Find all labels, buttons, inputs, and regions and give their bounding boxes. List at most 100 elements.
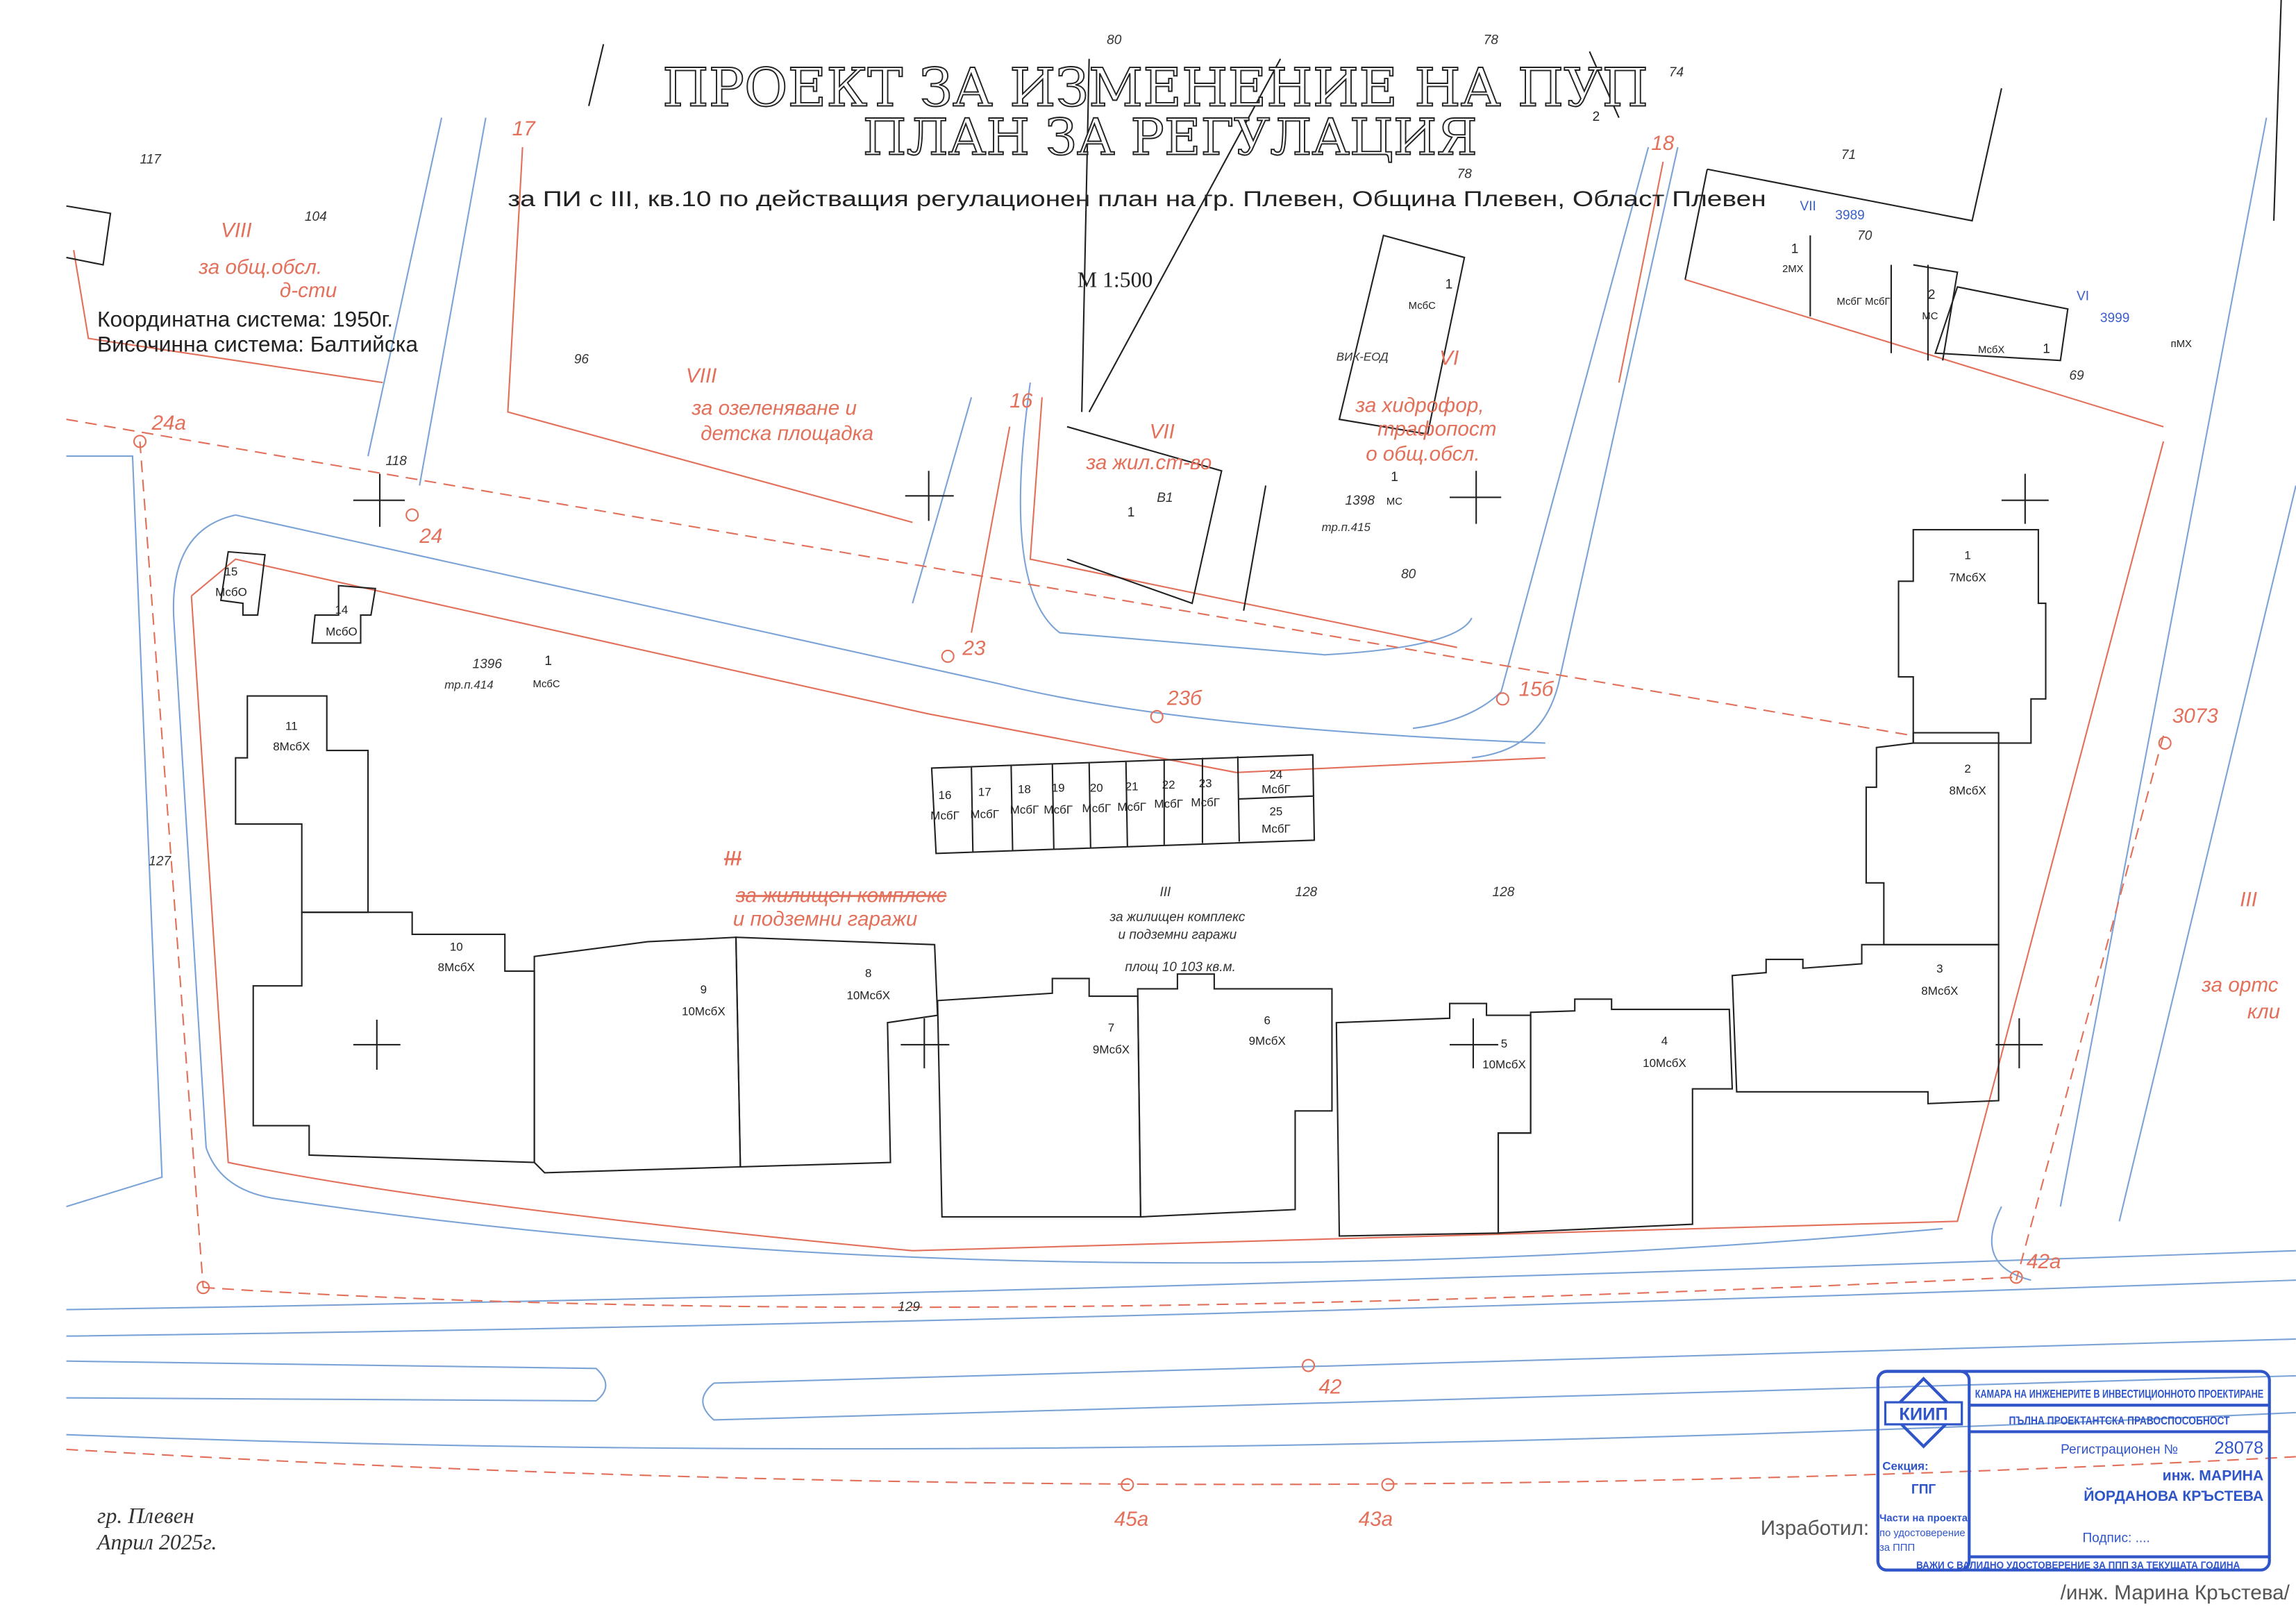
stamp-parts-label: Части на проекта: bbox=[1879, 1513, 1971, 1524]
building-type: 8МсбХ bbox=[438, 961, 475, 974]
garage-no: 16 bbox=[939, 789, 952, 802]
building-type: 10МсбХ bbox=[1482, 1058, 1526, 1071]
building-no: 14 bbox=[335, 603, 348, 616]
building-type: 9МсбХ bbox=[1093, 1043, 1130, 1057]
label: 42а bbox=[2027, 1250, 2061, 1273]
garage-no: 21 bbox=[1125, 780, 1139, 793]
label: III bbox=[1159, 885, 1171, 900]
building-labels: 11 8МсбХ 10 8МсбХ 9 10МсбХ 8 10МсбХ 7 9М… bbox=[215, 548, 1986, 1070]
building-no: 3 bbox=[1936, 962, 1943, 975]
label: 1 bbox=[1446, 277, 1453, 292]
regulation-labels: 17 18 16 24а 24 23 23б 15б 3073 42а 42 4… bbox=[151, 117, 2280, 1531]
title-line-2: ПЛАН ЗА РЕГУЛАЦИЯ bbox=[863, 108, 1477, 167]
building-no: 5 bbox=[1501, 1037, 1507, 1050]
label: за озеленяване и bbox=[691, 397, 857, 420]
label: за жил.ст-во bbox=[1085, 451, 1212, 474]
garage-type: МсбГ bbox=[1262, 783, 1291, 796]
stamp-section-label: Секция: bbox=[1882, 1460, 1928, 1473]
regulation-points bbox=[133, 435, 2172, 1492]
garage-no: 19 bbox=[1052, 781, 1065, 794]
building-type: 10МсбХ bbox=[1643, 1057, 1686, 1070]
garage-no: 17 bbox=[978, 786, 991, 799]
stamp-name-1: инж. МАРИНА bbox=[2163, 1468, 2264, 1483]
building-no: 11 bbox=[285, 719, 298, 732]
label: 45а bbox=[1114, 1508, 1148, 1531]
stamp-parts-1: по удостоверение bbox=[1879, 1528, 1966, 1539]
label: пМХ bbox=[2171, 339, 2192, 350]
label: 24 bbox=[419, 525, 442, 548]
height-system: Височинна система: Балтийска bbox=[97, 332, 418, 357]
garage-type: МсбГ bbox=[1262, 823, 1291, 836]
garage-block bbox=[930, 754, 1316, 855]
stamp-section: ГПГ bbox=[1911, 1482, 1936, 1497]
label: 15б bbox=[1519, 678, 1555, 701]
building-no: 2 bbox=[1964, 762, 1970, 775]
title-line-1: ПРОЕКТ ЗА ИЗМЕНЕНИЕ НА ПУП bbox=[662, 57, 1648, 119]
label: 2 bbox=[1593, 110, 1600, 124]
label: В1 bbox=[1157, 491, 1173, 505]
cadastre-labels: 117 104 96 118 127 129 80 78 74 71 70 69… bbox=[140, 33, 2193, 1315]
label: VII bbox=[1150, 421, 1175, 444]
label: III bbox=[2240, 889, 2257, 911]
label: детска площадка bbox=[701, 422, 873, 445]
label: 1 bbox=[2043, 342, 2050, 357]
label: VII bbox=[1800, 199, 1816, 214]
garage-type: МсбГ bbox=[1154, 798, 1183, 811]
label: 69 bbox=[2069, 369, 2084, 383]
label: д-сти bbox=[280, 279, 337, 302]
building-type: 10МсбХ bbox=[682, 1005, 726, 1018]
stamp-signature: Подпис: .... bbox=[2082, 1531, 2150, 1545]
label: 78 bbox=[1457, 167, 1473, 181]
label: 104 bbox=[305, 210, 327, 224]
label: 3073 bbox=[2172, 705, 2218, 728]
label: МсбХ bbox=[1978, 345, 2004, 356]
label: ВИК-ЕОД bbox=[1336, 350, 1389, 363]
label: 117 bbox=[140, 152, 162, 167]
building-type: МсбО bbox=[215, 585, 247, 598]
label: и подземни гаражи bbox=[1118, 927, 1237, 942]
building-9 bbox=[533, 936, 741, 1174]
buildings bbox=[219, 529, 2047, 1237]
building-no: 6 bbox=[1264, 1014, 1270, 1027]
label: VIII bbox=[221, 219, 252, 242]
label: 18 bbox=[1651, 132, 1674, 155]
label: 80 bbox=[1107, 33, 1122, 48]
building-no: 9 bbox=[701, 983, 707, 996]
building-14 bbox=[311, 585, 376, 644]
stamp-parts-2: за ППП bbox=[1879, 1542, 1915, 1554]
building-15 bbox=[219, 550, 266, 616]
garage-type: МсбГ bbox=[1044, 803, 1073, 816]
label: 1 bbox=[544, 654, 552, 668]
label: 80 bbox=[1401, 567, 1416, 582]
garage-type: МсбГ bbox=[1010, 803, 1039, 816]
label: 1 bbox=[1391, 470, 1398, 485]
garage-no: 24 bbox=[1269, 768, 1282, 781]
regulation-lines bbox=[66, 146, 2296, 1486]
label: 16 bbox=[1009, 389, 1032, 412]
label: 43а bbox=[1359, 1508, 1393, 1531]
label: МС bbox=[1922, 311, 1938, 322]
garage-type: МсбГ bbox=[1117, 800, 1146, 814]
stamp-reg-no: 28078 bbox=[2215, 1438, 2264, 1458]
label: 1 bbox=[1128, 505, 1135, 520]
garage-no: 18 bbox=[1018, 783, 1031, 796]
stamp-capacity: ПЪЛНА ПРОЕКТАНТСКА ПРАВОСПОСОБНОСТ bbox=[2009, 1414, 2230, 1427]
label: III bbox=[724, 847, 741, 870]
building-type: МсбО bbox=[326, 625, 358, 639]
label: VI bbox=[1439, 347, 1459, 370]
label: за общ.обсл. bbox=[198, 255, 322, 278]
author: /инж. Марина Кръстева/ bbox=[2061, 1581, 2290, 1604]
label: 78 bbox=[1484, 33, 1499, 48]
label: 70 bbox=[1857, 229, 1872, 244]
label: 118 bbox=[386, 454, 408, 469]
label: 71 bbox=[1841, 148, 1856, 162]
building-2 bbox=[1865, 732, 2000, 945]
label: МсбС bbox=[533, 679, 560, 690]
label: 1396 bbox=[473, 657, 503, 671]
label: 3999 bbox=[2100, 311, 2129, 326]
building-6 bbox=[1137, 973, 1333, 1218]
coordinate-system: Координатна система: 1950г. bbox=[97, 307, 393, 332]
roads bbox=[66, 117, 2296, 1450]
label: и подземни гаражи bbox=[733, 907, 918, 930]
